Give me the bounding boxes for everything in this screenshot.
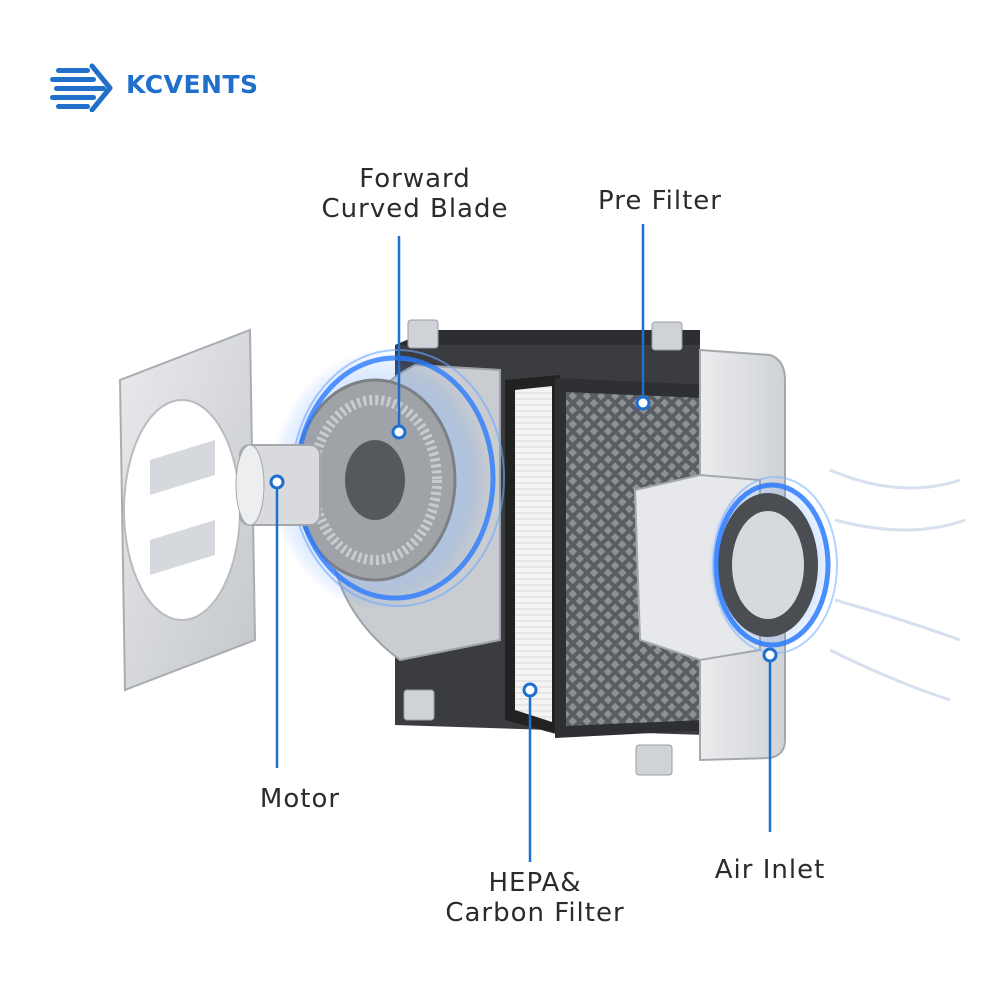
label-motor-text: Motor — [259, 784, 341, 814]
label-forward-curved-blade-line1: Forward — [359, 164, 471, 194]
label-hepa-line1: HEPA& — [488, 868, 582, 898]
label-pre-filter-text: Pre Filter — [598, 186, 722, 216]
label-forward-curved-blade: Forward Curved Blade — [305, 164, 525, 224]
label-pre-filter: Pre Filter — [580, 186, 740, 216]
blower-wheel — [270, 349, 505, 610]
brand-logo-icon — [50, 63, 113, 112]
brand-name: KCVENTS — [126, 70, 259, 99]
label-air-inlet: Air Inlet — [700, 855, 840, 885]
label-motor: Motor — [240, 784, 360, 814]
hepa-filter — [505, 375, 560, 735]
label-hepa-carbon-filter: HEPA& Carbon Filter — [425, 868, 645, 928]
air-inlet-collar — [633, 468, 966, 702]
label-forward-curved-blade-line2: Curved Blade — [321, 194, 509, 224]
mounting-plate — [118, 328, 257, 692]
brand-logo: KCVENTS — [48, 62, 268, 112]
label-hepa-line2: Carbon Filter — [445, 898, 625, 928]
leader-lines — [269, 224, 778, 862]
label-air-inlet-text: Air Inlet — [714, 855, 826, 885]
